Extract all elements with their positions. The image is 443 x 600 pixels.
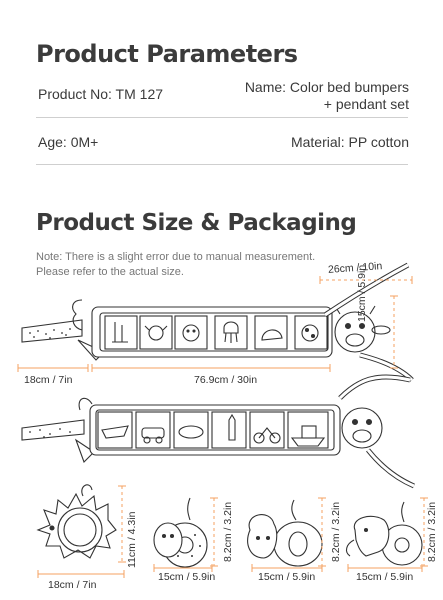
bed-bumper-illustration xyxy=(17,262,428,578)
giraffe-pendant xyxy=(153,497,208,568)
dimension-lines xyxy=(17,276,428,578)
left-tail-top xyxy=(21,319,83,343)
size-section-title: Product Size & Packaging xyxy=(36,210,357,236)
product-name-line2: + pendant set xyxy=(323,96,409,112)
parameters-divider-1 xyxy=(36,117,408,118)
hedgehog-height-label: 11cm / 4.3in xyxy=(126,511,138,568)
pendant1-width-label: 15cm / 5.9in xyxy=(158,571,216,583)
top-panels xyxy=(104,315,328,350)
product-age: Age: 0M+ xyxy=(38,134,99,150)
left-tail-label: 18cm / 7in xyxy=(24,374,73,386)
measurement-note-line1: Note: There is a slight error due to man… xyxy=(36,251,316,263)
measurement-note: Note: There is a slight error due to man… xyxy=(36,250,315,280)
pendant1-height-label: 8.2cm / 3.2in xyxy=(222,501,234,562)
pendant3-height-label: 8.2cm / 3.2in xyxy=(426,501,438,562)
parameters-divider-2 xyxy=(36,164,408,165)
measurement-note-line2: Please refer to the actual size. xyxy=(36,266,184,278)
pendant2-height-label: 8.2cm / 3.2in xyxy=(330,501,342,562)
elephant-pendant xyxy=(345,501,423,566)
product-name: Name: Color bed bumpers + pendant set xyxy=(245,79,409,113)
product-number: Product No: TM 127 xyxy=(38,86,164,102)
product-name-line1: Name: Color bed bumpers xyxy=(244,79,409,95)
parameters-title: Product Parameters xyxy=(36,40,298,68)
hedgehog-width-label: 18cm / 7in xyxy=(48,579,97,591)
product-material: Material: PP cotton xyxy=(290,134,409,150)
sheep-pendant xyxy=(247,499,323,567)
hedgehog-pendant xyxy=(36,484,117,559)
pendant3-width-label: 15cm / 5.9in xyxy=(356,571,414,583)
bumper-height-label: 15cm / 5.9in xyxy=(356,264,368,322)
bumper-length-label: 76.9cm / 30in xyxy=(194,374,258,386)
pendant2-width-label: 15cm / 5.9in xyxy=(258,571,316,583)
